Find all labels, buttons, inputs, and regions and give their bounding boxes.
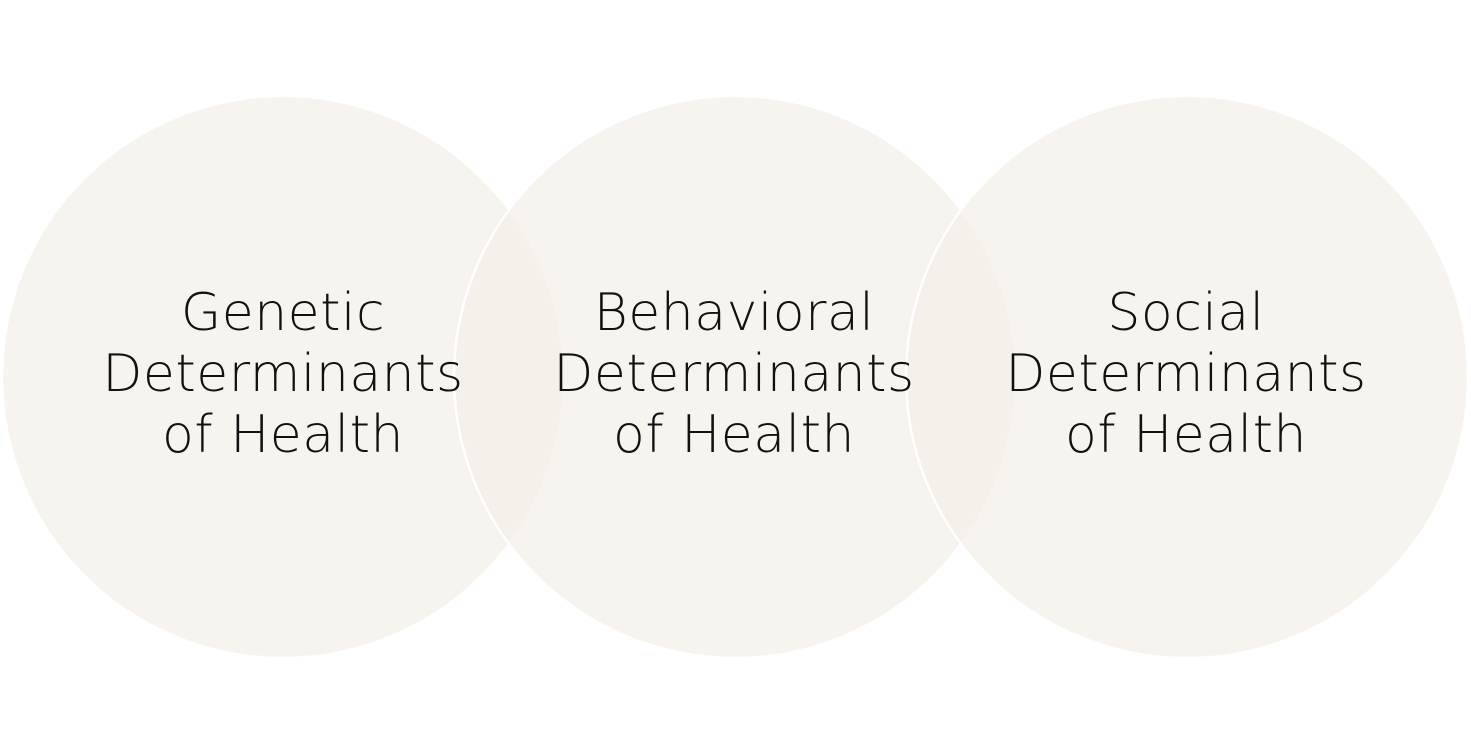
circle-label-behavioral: Behavioral Determinants of Health: [534, 283, 934, 466]
label-line: Determinants: [102, 344, 464, 404]
circle-social: [904, 94, 1470, 660]
label-line: of Health: [613, 405, 855, 465]
label-line: Determinants: [553, 344, 915, 404]
label-line: Genetic: [180, 283, 386, 343]
circle-label-social: Social Determinants of Health: [986, 283, 1386, 466]
label-line: Social: [1107, 283, 1265, 343]
label-line: of Health: [1065, 405, 1307, 465]
circle-label-genetic: Genetic Determinants of Health: [83, 283, 483, 466]
label-line: of Health: [162, 405, 404, 465]
label-line: Behavioral: [593, 283, 875, 343]
label-line: Determinants: [1005, 344, 1367, 404]
